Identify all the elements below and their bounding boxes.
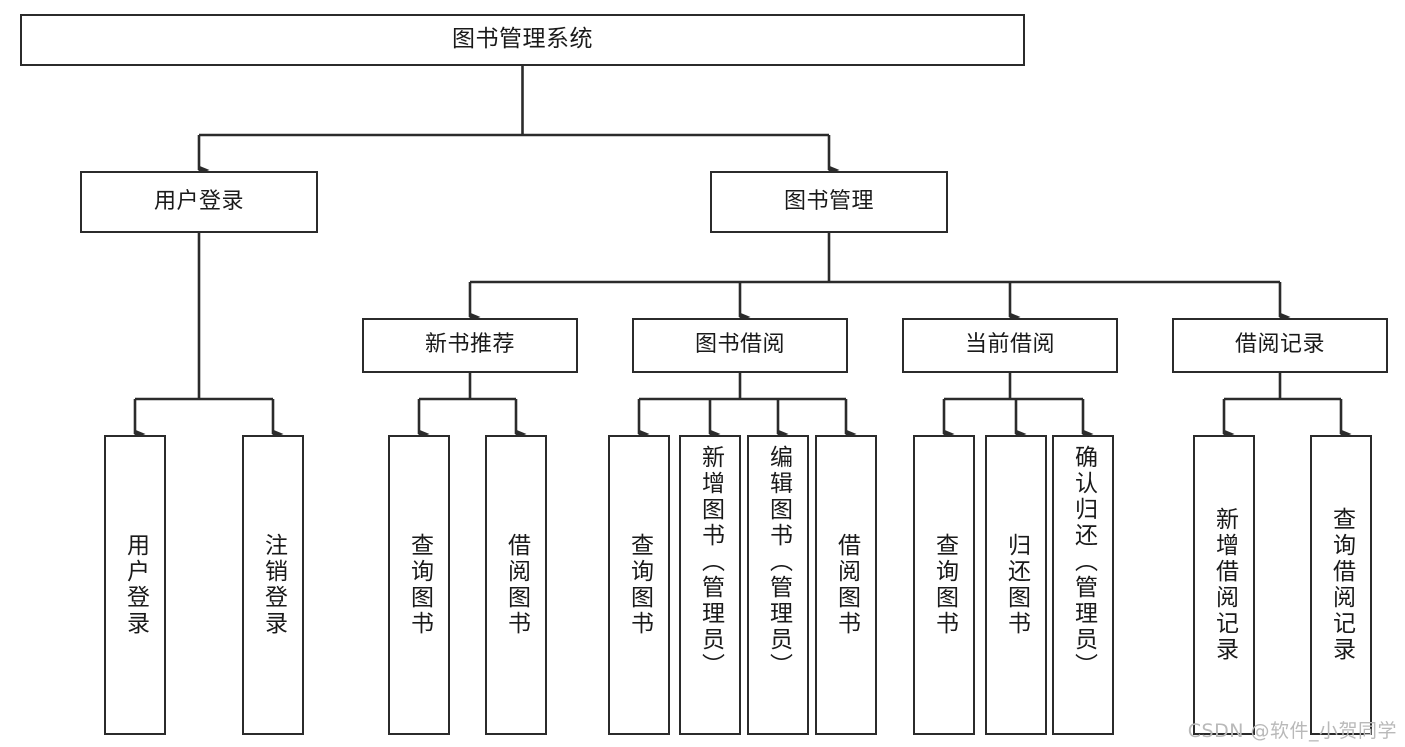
node-l11[interactable]: 确认归还（管理员） — [1052, 435, 1114, 735]
node-label: 图书借阅 — [694, 332, 785, 358]
node-root[interactable]: 图书管理系统 — [20, 14, 1025, 66]
node-l1[interactable]: 用户登录 — [104, 435, 166, 735]
node-label: 查询图书 — [931, 533, 958, 637]
node-label: 用户登录 — [122, 533, 149, 637]
node-label: 查询图书 — [626, 533, 653, 637]
node-label: 借阅图书 — [833, 533, 860, 637]
node-label: 确认归还（管理员） — [1070, 445, 1097, 679]
node-label: 注销登录 — [260, 533, 287, 637]
node-l10[interactable]: 归还图书 — [985, 435, 1047, 735]
node-newbook[interactable]: 新书推荐 — [362, 318, 578, 373]
node-l4[interactable]: 借阅图书 — [485, 435, 547, 735]
node-label: 用户登录 — [153, 188, 244, 214]
node-bookmgmt[interactable]: 图书管理 — [710, 171, 948, 233]
node-label: 当前借阅 — [964, 332, 1055, 358]
node-label: 图书管理 — [783, 188, 874, 214]
watermark-text: CSDN @软件_小贺同学 — [1187, 720, 1397, 742]
node-label: 编辑图书（管理员） — [765, 445, 792, 679]
node-l12[interactable]: 新增借阅记录 — [1193, 435, 1255, 735]
node-l13[interactable]: 查询借阅记录 — [1310, 435, 1372, 735]
node-borrow[interactable]: 图书借阅 — [632, 318, 848, 373]
node-label: 新增借阅记录 — [1211, 507, 1238, 663]
node-label: 图书管理系统 — [452, 26, 593, 53]
node-label: 借阅记录 — [1234, 332, 1325, 358]
node-label: 查询图书 — [406, 533, 433, 637]
node-label: 新增图书（管理员） — [697, 445, 724, 679]
node-label: 新书推荐 — [424, 332, 515, 358]
node-l2[interactable]: 注销登录 — [242, 435, 304, 735]
node-login[interactable]: 用户登录 — [80, 171, 318, 233]
node-label: 借阅图书 — [503, 533, 530, 637]
node-current[interactable]: 当前借阅 — [902, 318, 1118, 373]
node-l3[interactable]: 查询图书 — [388, 435, 450, 735]
node-records[interactable]: 借阅记录 — [1172, 318, 1388, 373]
node-l6[interactable]: 新增图书（管理员） — [679, 435, 741, 735]
node-l9[interactable]: 查询图书 — [913, 435, 975, 735]
node-l5[interactable]: 查询图书 — [608, 435, 670, 735]
node-label: 归还图书 — [1003, 533, 1030, 637]
node-l7[interactable]: 编辑图书（管理员） — [747, 435, 809, 735]
node-label: 查询借阅记录 — [1328, 507, 1355, 663]
node-l8[interactable]: 借阅图书 — [815, 435, 877, 735]
